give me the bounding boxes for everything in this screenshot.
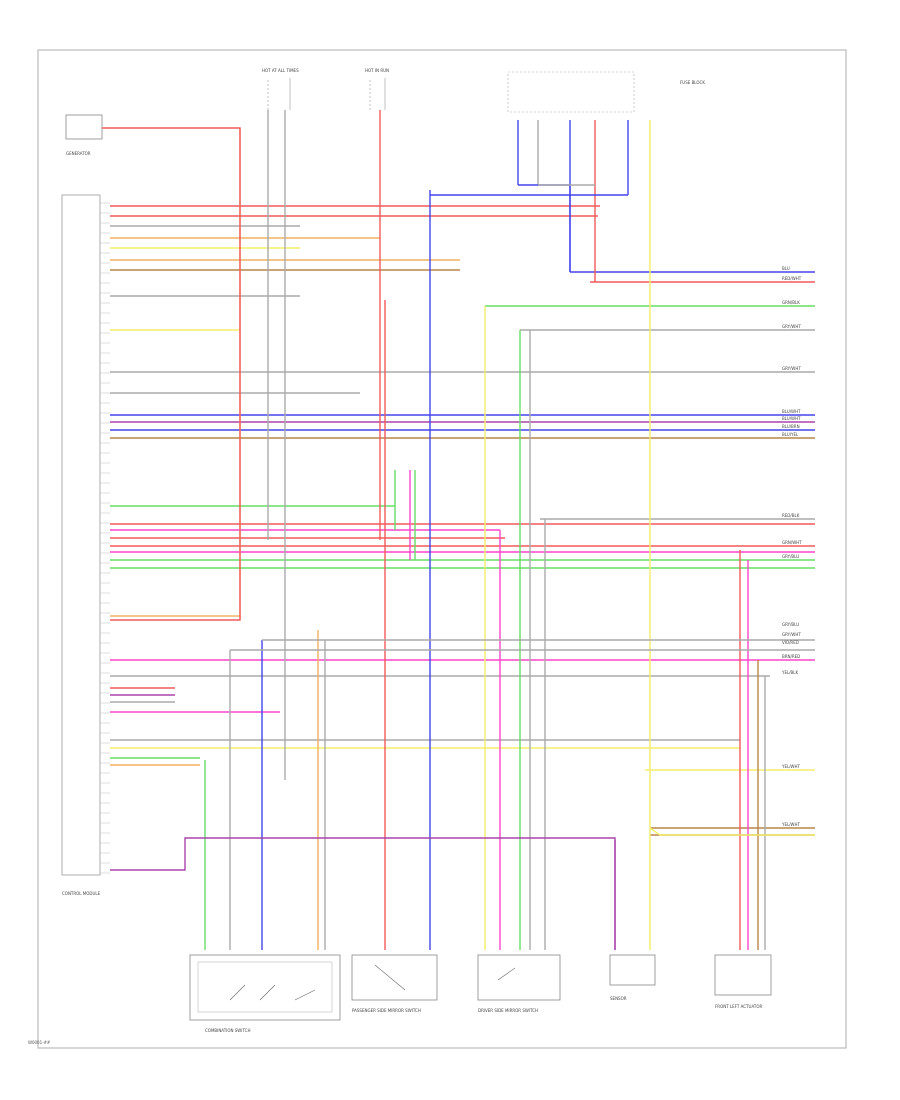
right-edge-labels: BLU RED/WHT GRN/BLK GRY/WHT GRY/WHT BLU/WHT BL… xyxy=(781,266,802,827)
wire-label: BLU/YEL xyxy=(782,432,799,437)
wire-path xyxy=(102,127,241,621)
footer-code: W0001-## xyxy=(28,1040,51,1045)
fuse-group-2-label: HOT IN RUN xyxy=(365,68,389,73)
horizontal-wires xyxy=(110,205,815,836)
wire-path xyxy=(649,827,815,836)
wire-label: GRN/WHT xyxy=(782,540,802,545)
combination-switch: COMBINATION SWITCH xyxy=(189,954,341,1033)
passenger-mirror-switch-label: PASSENGER SIDE MIRROR SWITCH xyxy=(352,1008,421,1013)
wire-label: RED/BLK xyxy=(782,513,800,518)
wire-label: BLU xyxy=(782,266,790,271)
control-module-label: CONTROL MODULE xyxy=(62,891,101,896)
control-module-connector xyxy=(61,194,101,876)
generator-label: GENERATOR xyxy=(66,151,91,156)
wire-label: GRY/WHT xyxy=(782,324,801,329)
wire-label: BLU/WHT xyxy=(782,409,801,414)
sensor-label: SENSOR xyxy=(610,996,627,1001)
wire-label: BRN/RED xyxy=(782,654,800,659)
connector-pins xyxy=(100,202,110,874)
wire-label: YEL/BLK xyxy=(781,670,799,675)
fuse-group-1: HOT AT ALL TIMES xyxy=(262,68,299,110)
driver-mirror-switch-label: DRIVER SIDE MIRROR SWITCH xyxy=(478,1008,538,1013)
wire-label: GRY/WHT xyxy=(782,632,801,637)
fuse-group-3: FUSE BLOCK xyxy=(507,71,705,113)
wire-label: YEL/WHT xyxy=(781,822,801,827)
passenger-mirror-switch: PASSENGER SIDE MIRROR SWITCH xyxy=(351,954,438,1013)
vertical-wires xyxy=(204,110,766,950)
wire-label: GRY/BLU xyxy=(782,554,799,559)
generator-box xyxy=(65,114,103,140)
wire-label: VIO/RED xyxy=(782,640,799,645)
wire-label: GRY/WHT xyxy=(782,366,801,371)
combination-switch-label: COMBINATION SWITCH xyxy=(205,1028,250,1033)
front-left-actuator-label: FRONT LEFT ACTUATOR xyxy=(715,1004,762,1009)
wire-path xyxy=(110,837,616,950)
driver-mirror-switch: DRIVER SIDE MIRROR SWITCH xyxy=(477,954,561,1013)
wire-label: BLU/WHT xyxy=(782,416,801,421)
front-left-actuator: FRONT LEFT ACTUATOR xyxy=(714,954,772,1009)
wire-label: BLU/BRN xyxy=(782,424,800,429)
diagram-frame xyxy=(37,49,847,1049)
sensor-box: SENSOR xyxy=(609,954,656,1001)
wire-path xyxy=(518,184,571,272)
routed-wires xyxy=(102,127,815,950)
fuse-group-2: HOT IN RUN xyxy=(365,68,389,110)
fuse-group-3-label: FUSE BLOCK xyxy=(680,80,705,85)
fuse-group-1-label: HOT AT ALL TIMES xyxy=(262,68,299,73)
wire-label: RED/WHT xyxy=(782,276,802,281)
wire-label: GRY/BLU xyxy=(782,622,799,627)
wire-label: YEL/WHT xyxy=(781,764,801,769)
wire-label: GRN/BLK xyxy=(782,300,800,305)
